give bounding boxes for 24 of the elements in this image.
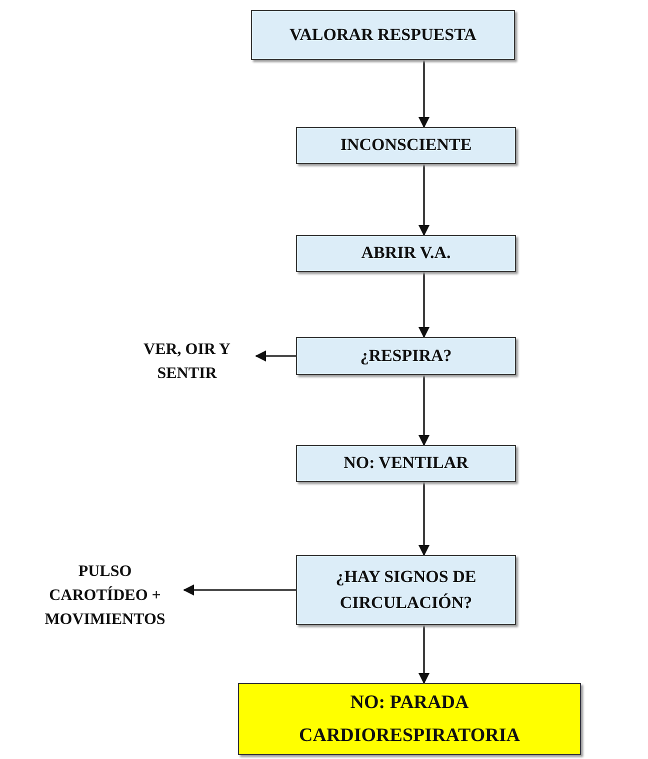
note-text: PULSO CAROTÍDEO + MOVIMIENTOS bbox=[44, 562, 166, 630]
result-box bbox=[238, 683, 581, 755]
box-label: VALORAR RESPUESTA bbox=[290, 24, 476, 46]
process-box bbox=[296, 337, 516, 375]
box-label: INCONSCIENTE bbox=[340, 134, 472, 156]
arrow bbox=[418, 60, 430, 128]
box-label: NO: PARADA CARDIORESPIRATORIA bbox=[298, 690, 521, 748]
note-text: VER, OIR Y SENTIR bbox=[142, 340, 232, 384]
arrow bbox=[418, 272, 430, 338]
arrow bbox=[182, 584, 296, 596]
arrow bbox=[418, 625, 430, 684]
box-label: ¿RESPIRA? bbox=[360, 344, 452, 367]
process-box bbox=[296, 555, 516, 625]
arrow bbox=[254, 350, 296, 362]
process-box bbox=[251, 10, 515, 60]
process-box bbox=[296, 127, 516, 164]
process-box bbox=[296, 235, 516, 272]
arrow bbox=[418, 164, 430, 236]
box-label: NO: VENTILAR bbox=[344, 452, 468, 474]
arrow bbox=[418, 375, 430, 446]
arrow bbox=[418, 482, 430, 556]
box-label: ¿HAY SIGNOS DE CIRCULACIÓN? bbox=[334, 566, 478, 614]
process-box bbox=[296, 445, 516, 482]
box-label: ABRIR V.A. bbox=[361, 242, 451, 264]
